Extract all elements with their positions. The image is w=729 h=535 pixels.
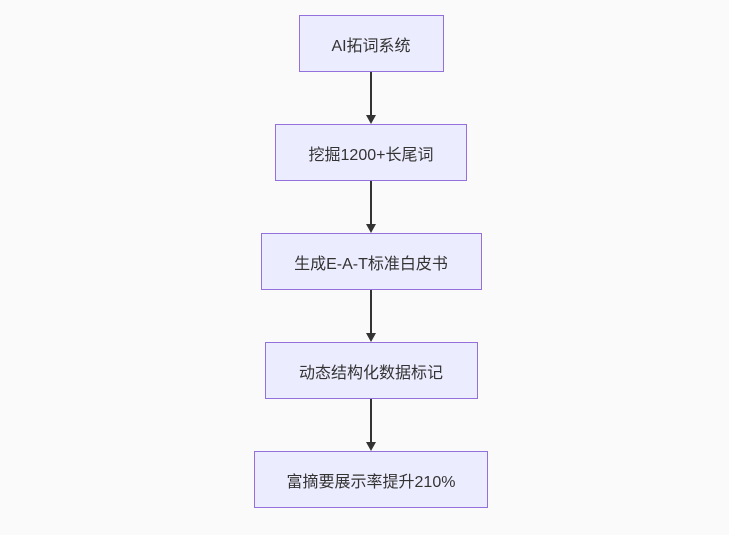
flow-node-ai-keyword-system: AI拓词系统 <box>298 15 444 72</box>
flow-node-longtail-mining: 挖掘1200+长尾词 <box>275 124 467 181</box>
flow-node-eat-whitepaper: 生成E-A-T标准白皮书 <box>260 233 482 290</box>
arrow-shaft <box>370 290 372 333</box>
flow-arrow-4 <box>366 399 376 451</box>
arrowhead-down-icon <box>366 333 376 342</box>
arrowhead-down-icon <box>366 442 376 451</box>
arrow-shaft <box>370 181 372 224</box>
arrowhead-down-icon <box>366 115 376 124</box>
flowchart-column: AI拓词系统 挖掘1200+长尾词 生成E-A-T标准白皮书 动态结构化数据标记… <box>254 15 488 508</box>
flow-node-rich-snippet-uplift: 富摘要展示率提升210% <box>254 451 488 508</box>
arrowhead-down-icon <box>366 224 376 233</box>
arrow-shaft <box>370 72 372 115</box>
flow-arrow-3 <box>366 290 376 342</box>
flow-arrow-1 <box>366 72 376 124</box>
arrow-shaft <box>370 399 372 442</box>
flow-arrow-2 <box>366 181 376 233</box>
flow-node-structured-data-markup: 动态结构化数据标记 <box>264 342 478 399</box>
